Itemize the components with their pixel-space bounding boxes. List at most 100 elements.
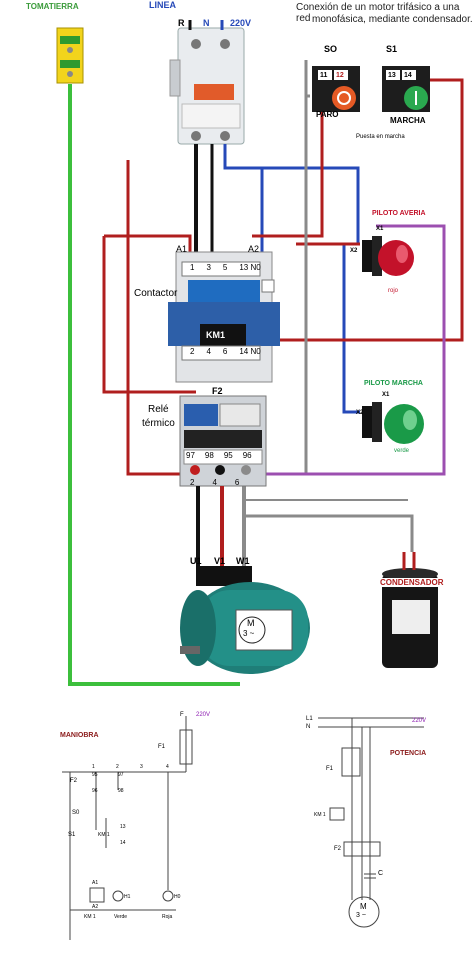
term-12: 12 [336,72,344,79]
sch-f2: F2 [70,778,78,784]
relay-98: 98 [204,451,214,460]
bot-term-14: 14 N0 [239,347,261,356]
potencia-label: POTENCIA [390,750,427,757]
sch-roja: Roja [162,914,173,920]
term-13: 13 [388,72,396,79]
maniobra-label: MANIOBRA [60,732,99,739]
bot-term-2: 2 [190,347,195,356]
sch-s0: S0 [72,810,80,816]
capacitor [382,552,438,668]
sch-f1: F1 [158,744,166,750]
pot-f1: F1 [326,766,334,772]
bot-term-6: 6 [222,347,228,356]
paro-label: PARO [316,110,339,119]
relay-outputs: 2 4 6 [190,478,239,487]
contactor-km1 [168,251,280,383]
sch-n1: 1 [92,764,95,770]
pot-n: N [306,724,311,730]
puesta-label: Puesta en marcha [356,134,405,140]
v220-label: 220V [230,18,252,28]
sch-verde: Verde [114,914,128,920]
sch-km1: KM 1 [98,832,110,838]
sch-95: 95 [92,772,98,778]
pot-m3: 3 ~ [356,912,366,919]
relay-out-2: 2 [190,478,195,487]
wire-red-1 [126,160,198,476]
sch-km14: 14 [120,840,126,846]
wire-blue [223,144,360,244]
top-term-5: 5 [222,263,228,272]
a1-label: A1 [176,244,188,254]
sch-97: 97 [118,772,124,778]
n-label: N [203,18,210,28]
relay-terminals: 97 98 95 96 [186,451,252,460]
a2-label: A2 [248,244,260,254]
fault-pilot-lamp [362,236,414,276]
wire-red-5 [270,78,464,342]
condensador-label: CONDENSADOR [380,578,444,587]
tomatierra-label: TOMATIERRA [26,2,79,11]
motor-m: M [247,618,255,628]
stop-button-so [312,66,360,112]
pot-km1: KM 1 [314,812,326,818]
relay-out-4: 4 [212,478,217,487]
top-term-1: 1 [190,263,195,272]
sch-a1: A1 [92,880,99,886]
rojo-label: rojo [388,288,399,294]
maniobra-schematic [62,716,193,940]
wire-gray-2 [242,482,414,552]
sch-a2: A2 [92,904,99,910]
motor [180,566,310,674]
thermal-relay-f2 [179,395,267,487]
main-breaker [169,27,245,145]
top-term-3: 3 [206,263,211,272]
u1-label: U1 [190,556,202,566]
term-11: 11 [320,72,328,79]
r-label: R [178,18,185,28]
x1-marcha: X1 [382,392,390,398]
sch-n4: 4 [166,764,169,770]
relay-95: 95 [223,451,233,460]
so-label: SO [324,44,338,54]
wire-purple-1 [258,224,446,476]
f2-label: F2 [212,386,223,396]
marcha-label: MARCHA [390,116,426,125]
pot-v220: 220V [412,718,427,724]
sch-v220: 220V [196,712,211,718]
x1-averia: X1 [376,226,384,232]
pot-m: M [360,902,367,911]
sch-h1: H1 [124,894,131,900]
pot-f2: F2 [334,846,342,852]
sch-96: 96 [92,788,98,794]
run-pilot-lamp [362,402,424,444]
x2-marcha: X2 [356,410,364,416]
v1-label: V1 [214,556,226,566]
sch-f: F [180,712,184,718]
bot-term-4: 4 [206,347,211,356]
x2-averia: X2 [350,248,358,254]
sch-n3: 3 [140,764,143,770]
sch-km1-bottom: KM 1 [84,914,96,920]
rele-label-2: térmico [142,418,175,429]
wire-red-3 [102,236,196,394]
earth-wire [68,84,240,686]
contactor-label: Contactor [134,288,178,299]
sch-km13: 13 [120,824,126,830]
top-terminals: 1 3 5 13 N0 [190,263,261,272]
sch-n2: 2 [116,764,119,770]
start-button-s1 [382,66,430,112]
s1-label: S1 [386,44,398,54]
bottom-terminals: 2 4 6 14 N0 [190,347,261,356]
km1-label: KM1 [206,330,226,340]
sch-98: 98 [118,788,124,794]
rele-label-1: Relé [148,404,169,415]
term-14: 14 [404,72,412,79]
pot-c: C [378,870,384,877]
w1-label: W1 [236,556,250,566]
linea-label: LINEA [149,0,176,10]
title-line-2: monofásica, mediante condensador. [312,14,473,25]
sch-h0: H0 [174,894,181,900]
top-term-13: 13 N0 [239,263,261,272]
verde-label: verde [394,448,410,454]
